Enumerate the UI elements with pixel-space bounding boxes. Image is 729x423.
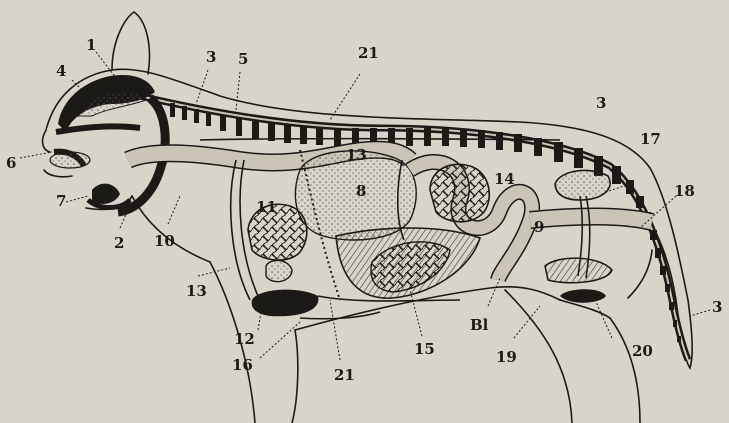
label-14: 14 <box>494 172 515 187</box>
label-18: 18 <box>674 184 695 199</box>
label-13-top: 13 <box>346 148 367 163</box>
label-16: 16 <box>232 358 253 373</box>
label-15: 15 <box>414 342 435 357</box>
pelvic-organs <box>545 170 612 302</box>
label-3-neck: 3 <box>206 50 216 65</box>
label-6: 6 <box>6 156 16 171</box>
label-13-bottom: 13 <box>186 284 207 299</box>
label-21-top: 21 <box>358 46 379 61</box>
kidney-network <box>430 164 489 221</box>
label-3-tail: 3 <box>712 300 722 315</box>
label-8: 8 <box>356 184 366 199</box>
label-1: 1 <box>86 38 96 53</box>
label-20: 20 <box>632 344 653 359</box>
label-21-bottom: 21 <box>334 368 355 383</box>
label-9: 9 <box>534 220 544 235</box>
label-17: 17 <box>640 132 661 147</box>
label-3-back: 3 <box>596 96 606 111</box>
label-5: 5 <box>238 52 248 67</box>
brain <box>58 75 155 132</box>
label-2: 2 <box>114 236 124 251</box>
label-11: 11 <box>256 200 277 215</box>
label-bl: Bl <box>470 318 488 333</box>
label-7: 7 <box>56 194 66 209</box>
label-12: 12 <box>234 332 255 347</box>
label-4: 4 <box>56 64 66 79</box>
label-10: 10 <box>154 234 175 249</box>
label-19: 19 <box>496 350 517 365</box>
